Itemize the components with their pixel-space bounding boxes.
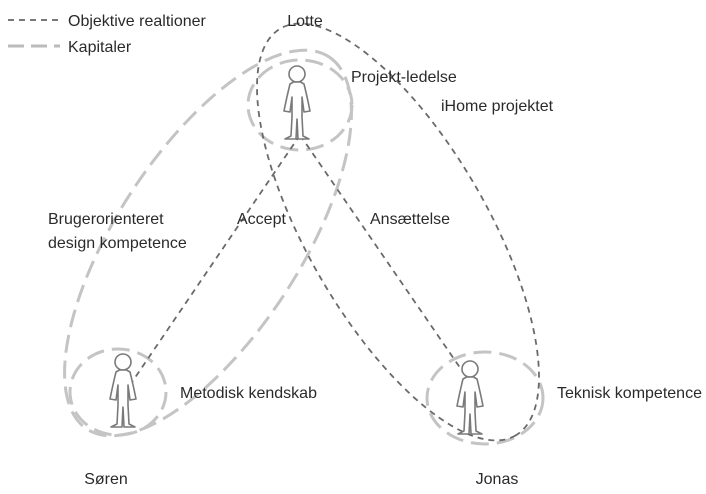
lotte-label: Lotte [287,13,323,30]
ihome-label: iHome projektet [441,98,554,115]
accept-label: Accept [237,211,286,228]
jonas-capital-circle [425,350,545,446]
lotte-person-icon [283,65,311,140]
capitals-layer [63,48,545,446]
legend-capitals-label: Kapitaler [68,39,132,56]
brugerorienteret-label-line1: Brugerorienteret [48,211,164,228]
teknisk-label: Teknisk kompetence [557,385,702,402]
jonas-label: Jonas [476,471,519,488]
soren-person-icon [109,353,137,428]
soren-label: Søren [84,471,128,488]
relations-layer [129,22,540,442]
soren-capital-circle [68,347,168,437]
soren-lotte-capital-ellipse [63,48,353,438]
ihome-project-ellipse [256,22,540,442]
brugerorienteret-label-line2: design kompetence [48,235,187,252]
legend-relations-label: Objektive realtioner [68,13,207,30]
ansaettelse-label: Ansættelse [370,211,450,228]
legend: Objektive realtioner Kapitaler [8,13,207,56]
metodisk-label: Metodisk kendskab [180,385,317,402]
projekt-ledelse-label: Projekt-ledelse [351,69,457,86]
ansaettelse-relation-line [299,134,475,389]
accept-relation-line [129,134,301,386]
jonas-person-icon [456,360,484,435]
